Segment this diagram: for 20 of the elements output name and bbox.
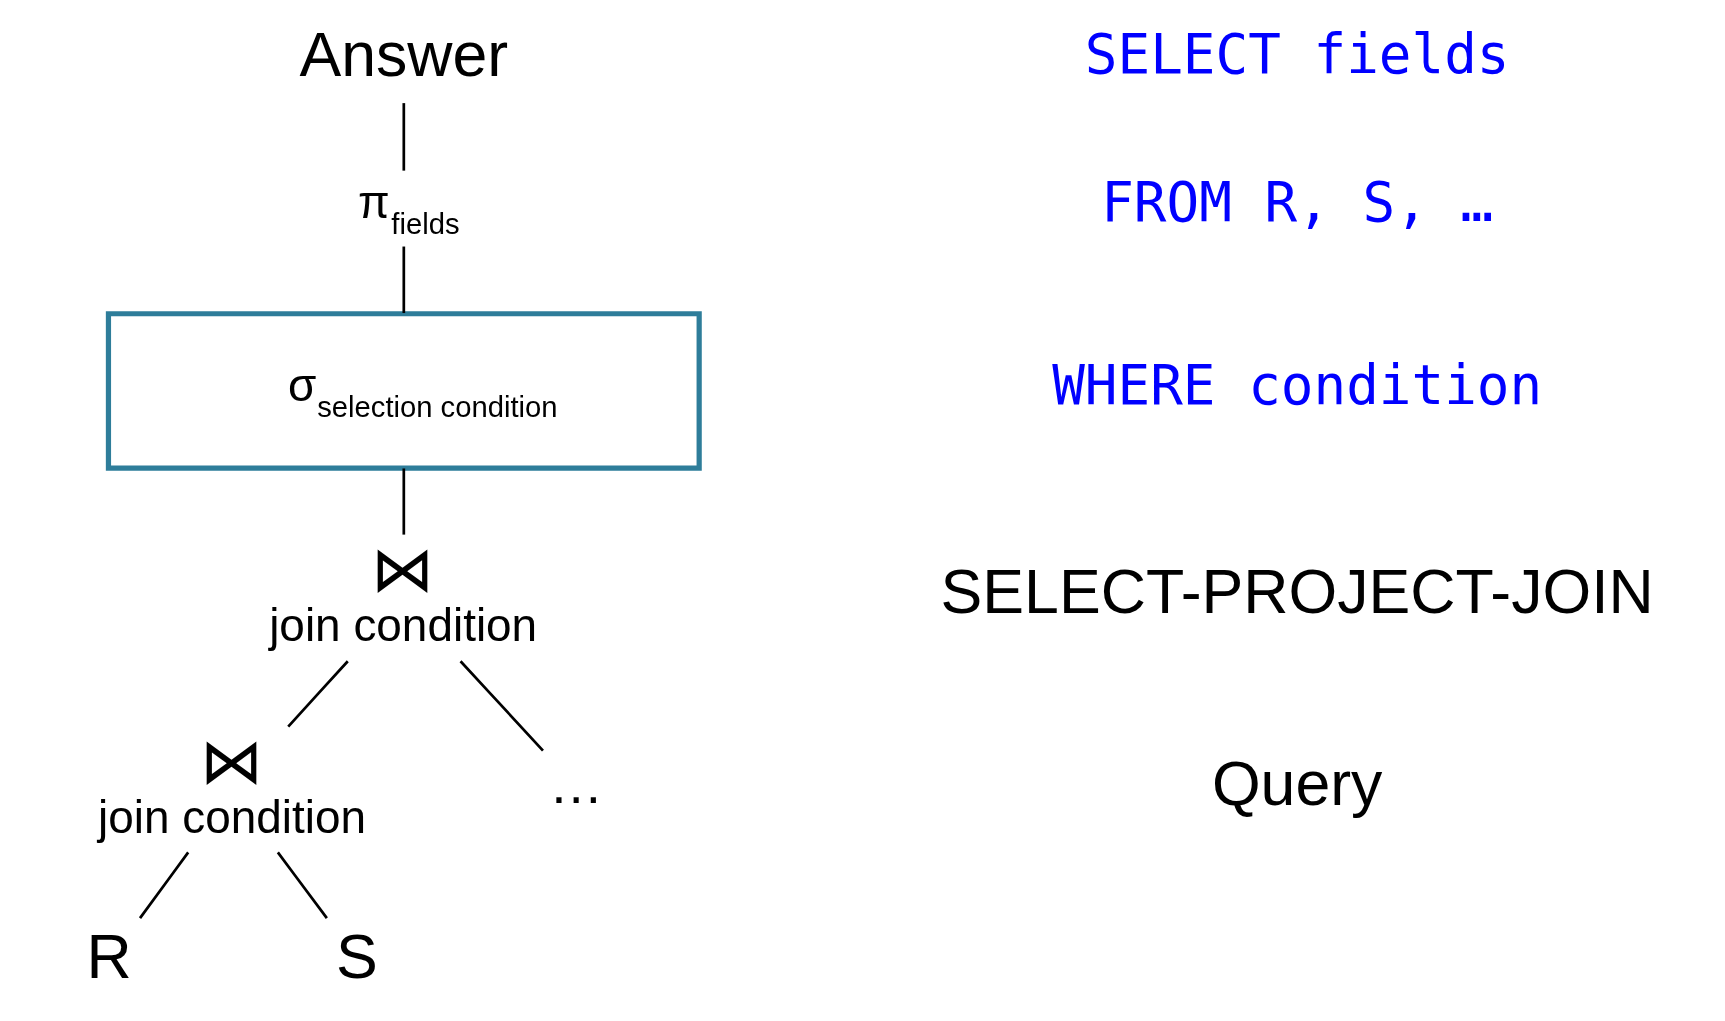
label: SELECT fields	[1084, 22, 1510, 86]
node-text: ⋈ join condition	[98, 725, 366, 843]
node-text: …	[548, 753, 604, 815]
node-text: R	[86, 920, 132, 991]
node-text: S	[335, 920, 378, 991]
connector	[276, 851, 328, 919]
label: SELECT-PROJECT-JOIN	[940, 555, 1654, 626]
node-text: ⋈ join condition	[269, 533, 538, 651]
label: WHERE condition	[1052, 353, 1543, 417]
label: FROM R, S, …	[1101, 170, 1494, 234]
connector	[138, 851, 190, 919]
connector	[459, 659, 544, 751]
connector	[287, 659, 349, 727]
connector	[402, 467, 406, 535]
label: Query	[1211, 747, 1383, 818]
node-text: Answer	[299, 18, 509, 89]
node-box: σ$_{selection condition}$	[105, 310, 702, 471]
node-text: π$_{fields}$	[357, 175, 460, 240]
connector	[402, 246, 406, 313]
connector	[402, 102, 406, 171]
